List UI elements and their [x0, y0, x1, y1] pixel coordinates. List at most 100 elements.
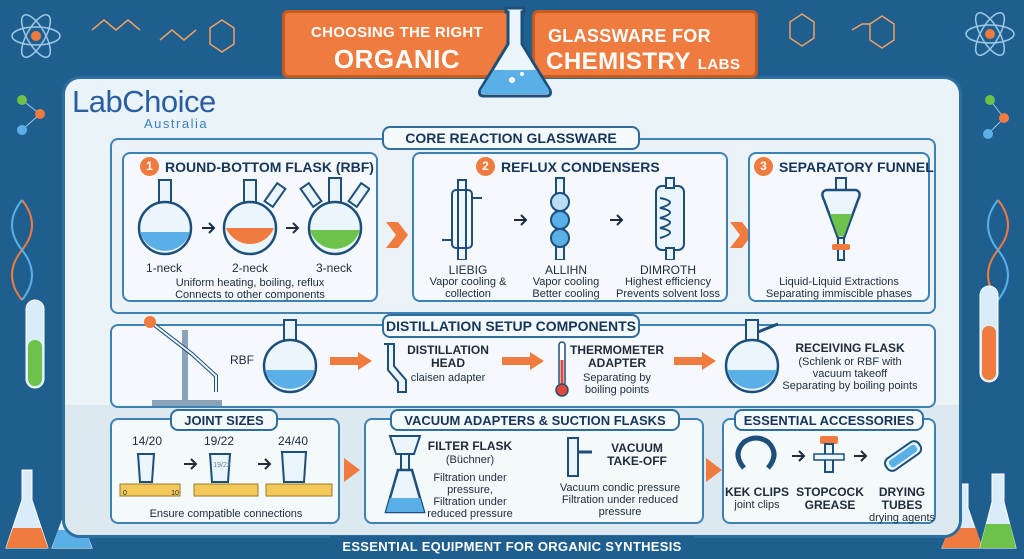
receiving-desc-2: vacuum takeoff — [812, 368, 888, 380]
section-arrow-icon — [730, 222, 752, 248]
rbf-label-3: 3-neck — [315, 261, 353, 275]
distillation-title: DISTILLATION SETUP COMPONENTS — [382, 314, 640, 338]
stopcock-name: STOPCOCK — [796, 485, 864, 499]
distillation-rbf-icon — [262, 319, 318, 394]
title-banner-right: GLASSWARE FOR CHEMISTRY LABS — [532, 10, 758, 78]
joint-14-20-icon — [119, 453, 181, 497]
core-section-title: CORE REACTION GLASSWARE — [382, 126, 640, 150]
one-neck-flask-icon — [137, 179, 193, 256]
drying-tubes-name-1: DRYING — [878, 485, 926, 499]
head-name-1: DISTILLATION — [407, 343, 489, 357]
joint-24-40-icon — [265, 451, 333, 497]
arrow-icon — [286, 222, 300, 234]
arrow-icon — [792, 450, 806, 462]
atom-nucleus-icon — [31, 31, 41, 41]
thermo-desc-1: Separating by — [583, 372, 651, 384]
rbf-label-2: 2-neck — [231, 261, 269, 275]
allihn-desc-2: Better cooling — [532, 288, 600, 300]
stopcock-icon — [813, 436, 845, 473]
section-arrow-icon — [386, 222, 408, 248]
receiving-flask-icon — [724, 319, 780, 394]
filter-desc-1: Filtration under — [433, 472, 507, 484]
liebig-desc-2: collection — [445, 288, 491, 300]
ruler-tick-end: 10 — [171, 490, 179, 497]
funnel-desc-2: Separating immiscible phases — [765, 288, 913, 300]
section-arrow-icon — [706, 458, 722, 482]
thermo-desc-2: boiling points — [584, 384, 650, 396]
head-name-2: HEAD — [430, 356, 465, 370]
title-line-3: GLASSWARE FOR — [548, 26, 711, 46]
arrow-icon — [184, 458, 198, 470]
rbf-desc-2: Connects to other components — [175, 289, 325, 301]
three-neck-flask-icon — [299, 177, 370, 256]
molecule-icon — [17, 95, 1009, 139]
dimroth-desc-2: Prevents solvent loss — [616, 288, 720, 300]
joint-19-22-icon — [193, 453, 259, 497]
arrow-icon — [202, 222, 216, 234]
filter-flask-type: (Büchner) — [445, 454, 495, 466]
process-arrow-icon — [330, 352, 372, 370]
dna-helix-icon — [11, 199, 1009, 301]
dimroth-condenser-icon — [655, 177, 685, 260]
accessories-illustration — [735, 435, 923, 473]
dimroth-desc-1: Highest efficiency — [624, 276, 711, 288]
distillation-apparatus-icon — [144, 316, 222, 406]
thermo-name-1: THERMOMETER — [570, 343, 664, 357]
filter-desc-3: Filtration under — [433, 496, 507, 508]
joint-size-2: 19/22 — [203, 434, 235, 448]
arrow-icon — [258, 458, 272, 470]
joint-mark-text: 19/22 — [213, 462, 231, 469]
process-arrow-icon — [502, 352, 544, 370]
ruler-tick-start: 0 — [123, 490, 127, 497]
atom-nucleus-icon — [985, 29, 995, 39]
section-arrow-icon — [344, 458, 360, 482]
logo-subtitle: Australia — [144, 116, 209, 131]
takeoff-name-1: VACUUM — [611, 441, 663, 455]
filter-flask-icon — [384, 435, 426, 514]
drying-tubes-name-2: TUBES — [881, 498, 923, 512]
rbf-label-1: 1-neck — [145, 261, 183, 275]
thermo-name-2: ADAPTER — [587, 356, 646, 370]
allihn-desc-1: Vapor cooling — [532, 276, 600, 288]
takeoff-name-2: TAKE-OFF — [607, 454, 667, 468]
joint-sizes-illustration — [119, 451, 333, 497]
allihn-condenser-icon — [550, 177, 570, 260]
filter-desc-4: reduced pressure — [427, 508, 513, 520]
kek-clip-icon — [735, 435, 777, 470]
liebig-desc-1: Vapor cooling & — [429, 276, 507, 288]
joints-desc: Ensure compatible connections — [149, 508, 303, 520]
kek-clips-desc: joint clips — [734, 499, 780, 511]
distillation-head-icon — [384, 343, 407, 393]
arrow-icon — [610, 214, 624, 226]
dimroth-name: DIMROTH — [640, 263, 696, 277]
arrow-icon — [514, 214, 528, 226]
funnel-desc-1: Liquid-Liquid Extractions — [779, 276, 899, 288]
distillation-rbf-label: RBF — [230, 353, 254, 367]
joint-size-1: 14/20 — [131, 434, 163, 448]
joint-size-3: 24/40 — [277, 434, 309, 448]
takeoff-desc-2: Filtration under reduced — [561, 494, 679, 506]
brand-logo: LabChoice Australia — [72, 84, 248, 136]
atom-icon — [11, 13, 61, 59]
filter-desc-2: pressure, — [447, 484, 493, 496]
footer-caption: ESSENTIAL EQUIPMENT FOR ORGANIC SYNTHESI… — [330, 536, 694, 558]
receiving-desc-3: Separating by boiling points — [782, 380, 918, 392]
receiving-name: RECEIVING FLASK — [795, 341, 905, 355]
separatory-funnel-icon — [821, 177, 861, 261]
molecule-icon — [789, 13, 895, 49]
drying-tubes-desc: drying agents — [868, 512, 936, 524]
molecule-icon — [91, 19, 235, 53]
process-arrow-icon — [674, 352, 716, 370]
two-neck-flask-icon — [222, 179, 287, 256]
kek-clips-name: KEK CLIPS — [724, 485, 789, 499]
condensers-illustration — [442, 177, 685, 260]
thermometer-icon — [555, 341, 569, 397]
allihn-name: ALLIHN — [544, 263, 588, 277]
liebig-condenser-icon — [442, 179, 482, 260]
title-line-1: CHOOSING THE RIGHT — [310, 24, 484, 41]
rbf-illustration — [137, 177, 370, 256]
